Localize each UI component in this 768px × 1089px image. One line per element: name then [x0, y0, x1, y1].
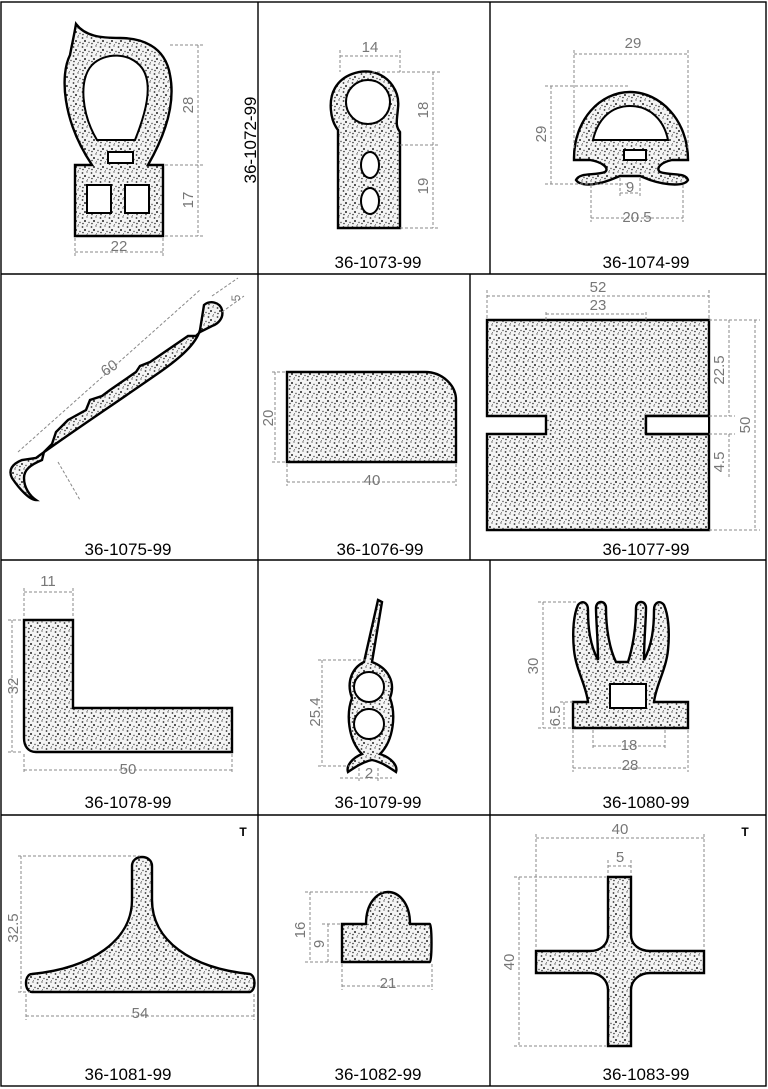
- dimension-label: 21: [380, 975, 397, 992]
- dimension-label: 22.5: [711, 355, 728, 384]
- profile-36-1078-99: 11 32 50 36-1078-99: [5, 573, 234, 812]
- dimension-label: 52: [590, 279, 607, 296]
- dimension-label: 18: [621, 737, 638, 754]
- dimension-label: 30: [525, 658, 542, 675]
- dimension-label: 40: [612, 821, 629, 838]
- dimension-label: 20.5: [622, 209, 651, 226]
- part-code: 36-1072-99: [241, 97, 260, 184]
- dimension-label: 11: [40, 573, 56, 590]
- profile-cavity: [360, 187, 380, 215]
- profile-cavity: [82, 54, 149, 141]
- profile-shape: [534, 875, 706, 1048]
- part-code: 36-1074-99: [603, 253, 690, 272]
- dimension-label: 32.5: [5, 913, 22, 942]
- dimension-label: 9: [311, 940, 328, 948]
- profile-36-1077-99: 52 23 22.5 4.5 50 36-1077-99: [485, 279, 760, 559]
- dimension-label: 28: [622, 757, 639, 774]
- dimension-label: 40: [364, 472, 381, 489]
- profile-cavity: [353, 708, 385, 740]
- part-code: 36-1073-99: [335, 253, 422, 272]
- profile-shape: [24, 855, 256, 994]
- profile-36-1080-99: 30 6.5 18 28 36-1080-99: [525, 600, 690, 812]
- dimension-label: 20: [260, 410, 277, 427]
- profile-shape: [9, 301, 224, 502]
- dimension-label: 60: [98, 357, 121, 380]
- profile-cavity: [353, 671, 385, 703]
- dimension-label: 50: [120, 761, 137, 778]
- part-code: 36-1075-99: [85, 540, 172, 559]
- profile-cavity: [124, 184, 150, 214]
- part-code: 36-1079-99: [335, 793, 422, 812]
- profile-shape: [22, 618, 234, 754]
- profile-36-1073-99: 14 18 19 36-1073-99: [329, 39, 440, 272]
- dimension-label: 40: [501, 954, 518, 971]
- dimension-label: 22: [111, 238, 128, 255]
- profile-shape: [340, 890, 433, 964]
- dimension-label: 18: [415, 102, 432, 119]
- part-code: 36-1080-99: [603, 793, 690, 812]
- dimension-label: 32: [5, 678, 22, 695]
- part-code: 36-1082-99: [335, 1065, 422, 1084]
- dimension-label: 5: [229, 294, 243, 301]
- profile-36-1082-99: 16 9 21 36-1082-99: [292, 890, 433, 1084]
- part-code: 36-1081-99: [85, 1065, 172, 1084]
- profile-36-1076-99: 20 40 36-1076-99: [260, 370, 458, 559]
- profile-shape: [285, 370, 458, 464]
- profile-cavity: [107, 151, 134, 164]
- profile-shape: [571, 600, 690, 730]
- dimension-label: 2: [365, 765, 373, 782]
- profile-36-1079-99: 25.4 2 36-1079-99: [307, 598, 422, 812]
- profile-shape: [485, 318, 711, 532]
- profile-cavity: [623, 149, 647, 161]
- profile-36-1075-99: 60 5 36-1075-99: [9, 277, 245, 559]
- dimension-label: 19: [415, 178, 432, 195]
- dimension-label: 17: [180, 192, 197, 209]
- part-code: 36-1076-99: [337, 540, 424, 559]
- dimension-label: 14: [362, 39, 379, 56]
- profile-cavity: [591, 104, 670, 141]
- dimension-label: 54: [132, 1005, 149, 1022]
- dimension-label: 29: [625, 35, 642, 52]
- part-code: 36-1083-99: [603, 1065, 690, 1084]
- dimension-label: 5: [616, 849, 624, 866]
- dimension-label: 4.5: [711, 452, 728, 473]
- profile-cavity: [345, 79, 391, 125]
- profile-cavity: [609, 683, 647, 709]
- part-code: 36-1077-99: [603, 540, 690, 559]
- profile-cavity: [86, 184, 112, 214]
- dimension-label: 16: [292, 922, 309, 939]
- profile-36-1074-99: 29 29 9 20.5 36-1074-99: [533, 35, 689, 272]
- dimension-label: 25.4: [307, 697, 324, 726]
- type-mark: T: [741, 825, 749, 839]
- part-code: 36-1078-99: [85, 793, 172, 812]
- dimension-label: 28: [180, 97, 197, 114]
- profile-36-1081-99: 32.5 54 36-1081-99 T: [5, 825, 256, 1084]
- dimension-label: 23: [590, 297, 607, 314]
- dimension-label: 50: [737, 417, 754, 434]
- profile-36-1083-99: 40 5 40 36-1083-99 T: [501, 821, 749, 1084]
- type-mark: T: [239, 825, 247, 839]
- profile-36-1072-99: 28 17 22 36-1072-99: [63, 21, 260, 256]
- dimension-label: 6.5: [547, 706, 564, 727]
- profile-cavity: [360, 151, 380, 179]
- dimension-label: 29: [533, 126, 550, 143]
- dimension-label: 9: [626, 179, 634, 196]
